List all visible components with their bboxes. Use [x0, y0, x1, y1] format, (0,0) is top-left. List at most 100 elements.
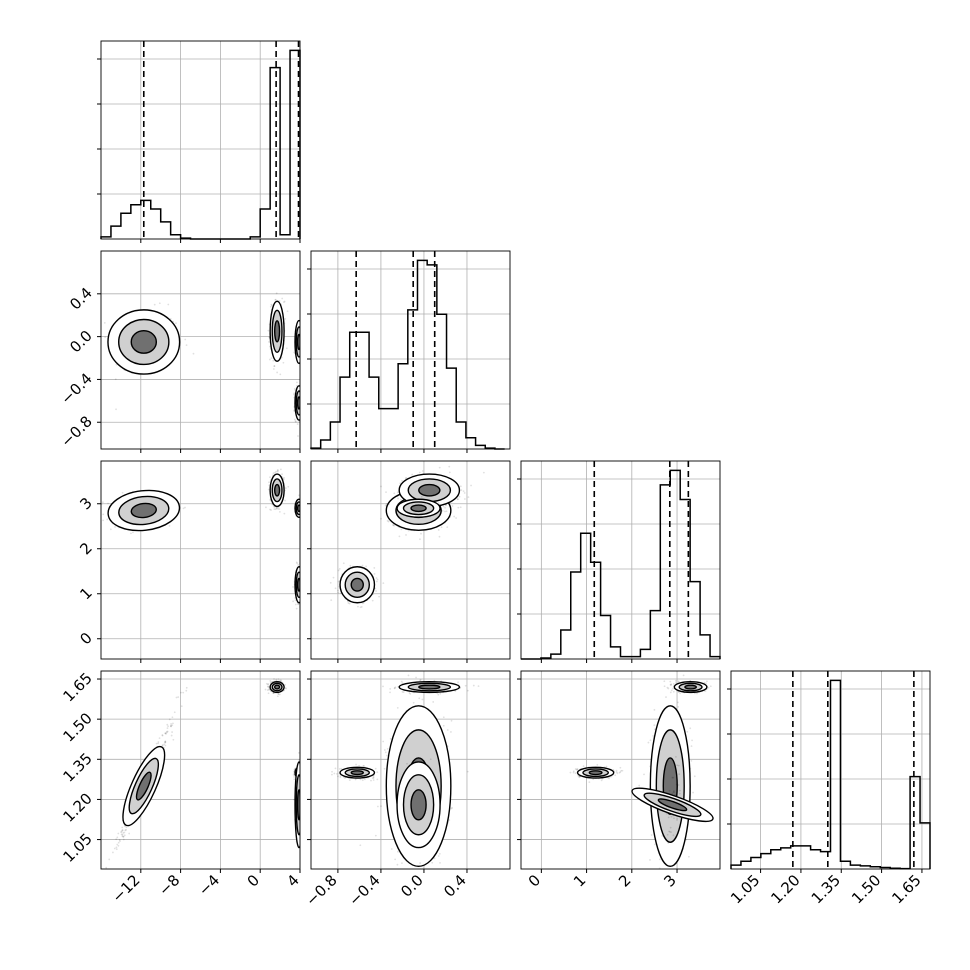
scatter-point — [102, 871, 104, 873]
scatter-point — [266, 685, 269, 688]
scatter-point — [283, 476, 285, 479]
scatter-point — [164, 744, 167, 747]
scatter-point — [301, 597, 303, 599]
scatter-point — [301, 354, 303, 356]
scatter-point — [170, 734, 173, 737]
scatter-point — [348, 779, 351, 782]
scatter-point — [653, 708, 656, 711]
scatter-point — [375, 590, 377, 592]
scatter-point — [691, 739, 693, 742]
scatter-point — [98, 890, 100, 892]
scatter-point — [643, 773, 645, 776]
scatter-point — [272, 472, 275, 475]
scatter-point — [301, 428, 303, 430]
contour-0-2 — [130, 502, 157, 519]
scatter-point — [301, 409, 303, 411]
scatter-point — [303, 771, 305, 773]
scatter-point — [301, 568, 303, 570]
scatter-point — [93, 518, 95, 520]
scatter-3-1 — [331, 674, 480, 868]
panel-frame — [100, 250, 301, 450]
scatter-point — [132, 531, 134, 534]
scatter-point — [302, 581, 304, 583]
scatter-point — [301, 775, 303, 777]
scatter-point — [392, 524, 395, 527]
scatter-point — [383, 749, 386, 751]
scatter-point — [304, 585, 306, 587]
scatter-point — [682, 674, 685, 677]
scatter-point — [167, 725, 170, 728]
scatter-point — [116, 843, 119, 846]
scatter-point — [418, 471, 421, 474]
scatter-point — [274, 471, 276, 474]
scatter-point — [267, 692, 270, 695]
scatter-point — [301, 513, 303, 515]
scatter-point — [337, 569, 340, 572]
scatter-point — [300, 776, 302, 778]
scatter-point — [175, 322, 177, 325]
scatter-point — [686, 730, 689, 733]
contour-3-2 — [410, 504, 427, 513]
scatter-point — [302, 775, 304, 777]
scatter-point — [284, 487, 287, 489]
scatter-point — [293, 776, 296, 778]
scatter-point — [282, 301, 285, 304]
scatter-point — [301, 416, 303, 418]
scatter-point — [438, 535, 441, 538]
scatter-point — [301, 770, 303, 772]
scatter-point — [265, 506, 267, 509]
scatter-point — [332, 576, 335, 579]
scatter-point — [301, 599, 303, 601]
scatter-point — [278, 508, 281, 510]
scatter-point — [362, 765, 365, 767]
scatter-point — [453, 515, 456, 518]
scatter-point — [371, 599, 374, 602]
scatter-point — [340, 767, 343, 770]
scatter-point — [302, 396, 304, 398]
scatter-point — [273, 678, 275, 680]
scatter-point — [401, 682, 404, 685]
scatter-point — [420, 532, 422, 535]
scatter-point — [292, 600, 295, 603]
scatter-point — [337, 580, 340, 583]
scatter-point — [301, 411, 303, 413]
scatter-2-1 — [329, 465, 485, 609]
scatter-point — [277, 693, 280, 695]
scatter-point — [365, 565, 367, 568]
scatter-point — [638, 784, 641, 787]
scatter-point — [120, 833, 123, 836]
scatter-point — [301, 774, 303, 776]
scatter-1-0 — [103, 292, 304, 437]
scatter-point — [121, 491, 124, 494]
scatter-point — [448, 465, 451, 468]
scatter-point — [101, 501, 104, 504]
scatter-point — [329, 581, 332, 584]
scatter-point — [296, 562, 299, 565]
scatter-point — [442, 724, 445, 727]
scatter-point — [283, 512, 286, 515]
scatter-point — [301, 592, 303, 594]
scatter-point — [270, 681, 273, 684]
scatter-point — [302, 579, 304, 581]
contour-3-2 — [296, 504, 300, 513]
scatter-point — [276, 470, 279, 473]
panel-3-2 — [517, 670, 721, 873]
scatter-point — [301, 405, 303, 407]
scatter-point — [115, 838, 118, 841]
scatter-point — [472, 684, 475, 687]
scatter-point — [267, 488, 270, 491]
scatter-point — [359, 844, 362, 847]
scatter-point — [690, 760, 693, 762]
scatter-point — [302, 411, 304, 413]
scatter-point — [658, 858, 661, 861]
scatter-point — [303, 592, 305, 594]
scatter-point — [270, 303, 273, 306]
scatter-point — [300, 396, 302, 398]
scatter-point — [419, 862, 422, 864]
scatter-point — [301, 400, 303, 402]
scatter-point — [276, 695, 279, 698]
scatter-point — [300, 348, 302, 350]
scatter-point — [104, 872, 106, 874]
scatter-point — [302, 588, 304, 590]
scatter-point — [300, 575, 302, 577]
